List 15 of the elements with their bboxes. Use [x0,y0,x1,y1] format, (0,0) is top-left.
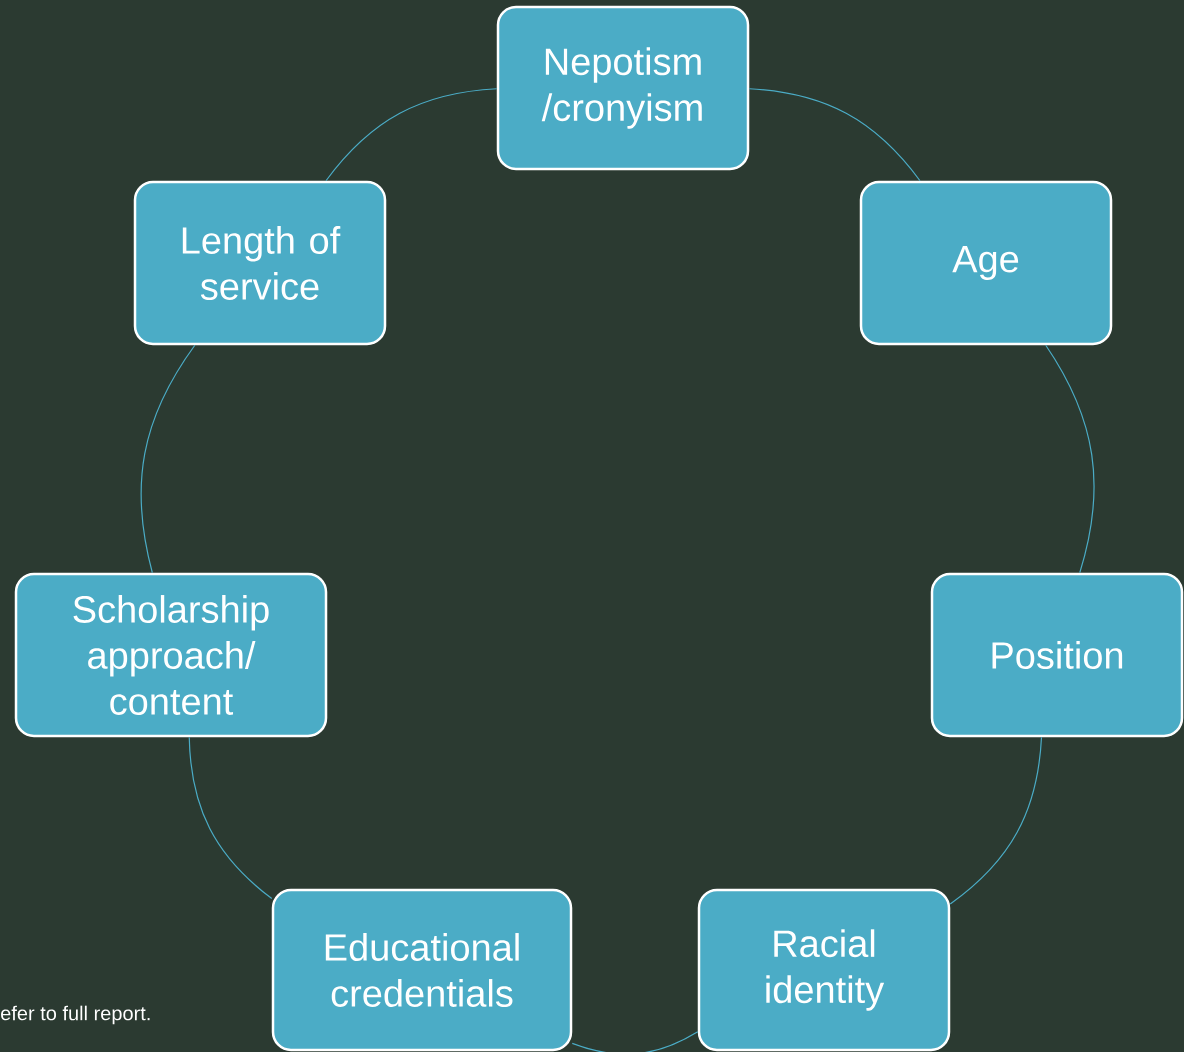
connector-arc [325,88,498,182]
process-box: Nepotism /cronyism [496,5,750,171]
process-box: Racial identity [697,888,951,1052]
connector-arc [571,1031,699,1052]
process-box: Scholarship approach/ content [14,572,328,738]
connector-arc [140,344,196,574]
process-box: Educational credentials [271,888,573,1052]
connector-arc [188,736,273,900]
process-box: Age [859,180,1113,346]
process-box: Position [930,572,1184,738]
connector-arc [1045,344,1095,574]
connector-arc [949,736,1043,905]
note-text: efer to full report. [1,1005,150,1025]
connector-arc [748,88,921,182]
process-box: Length of service [133,180,387,346]
